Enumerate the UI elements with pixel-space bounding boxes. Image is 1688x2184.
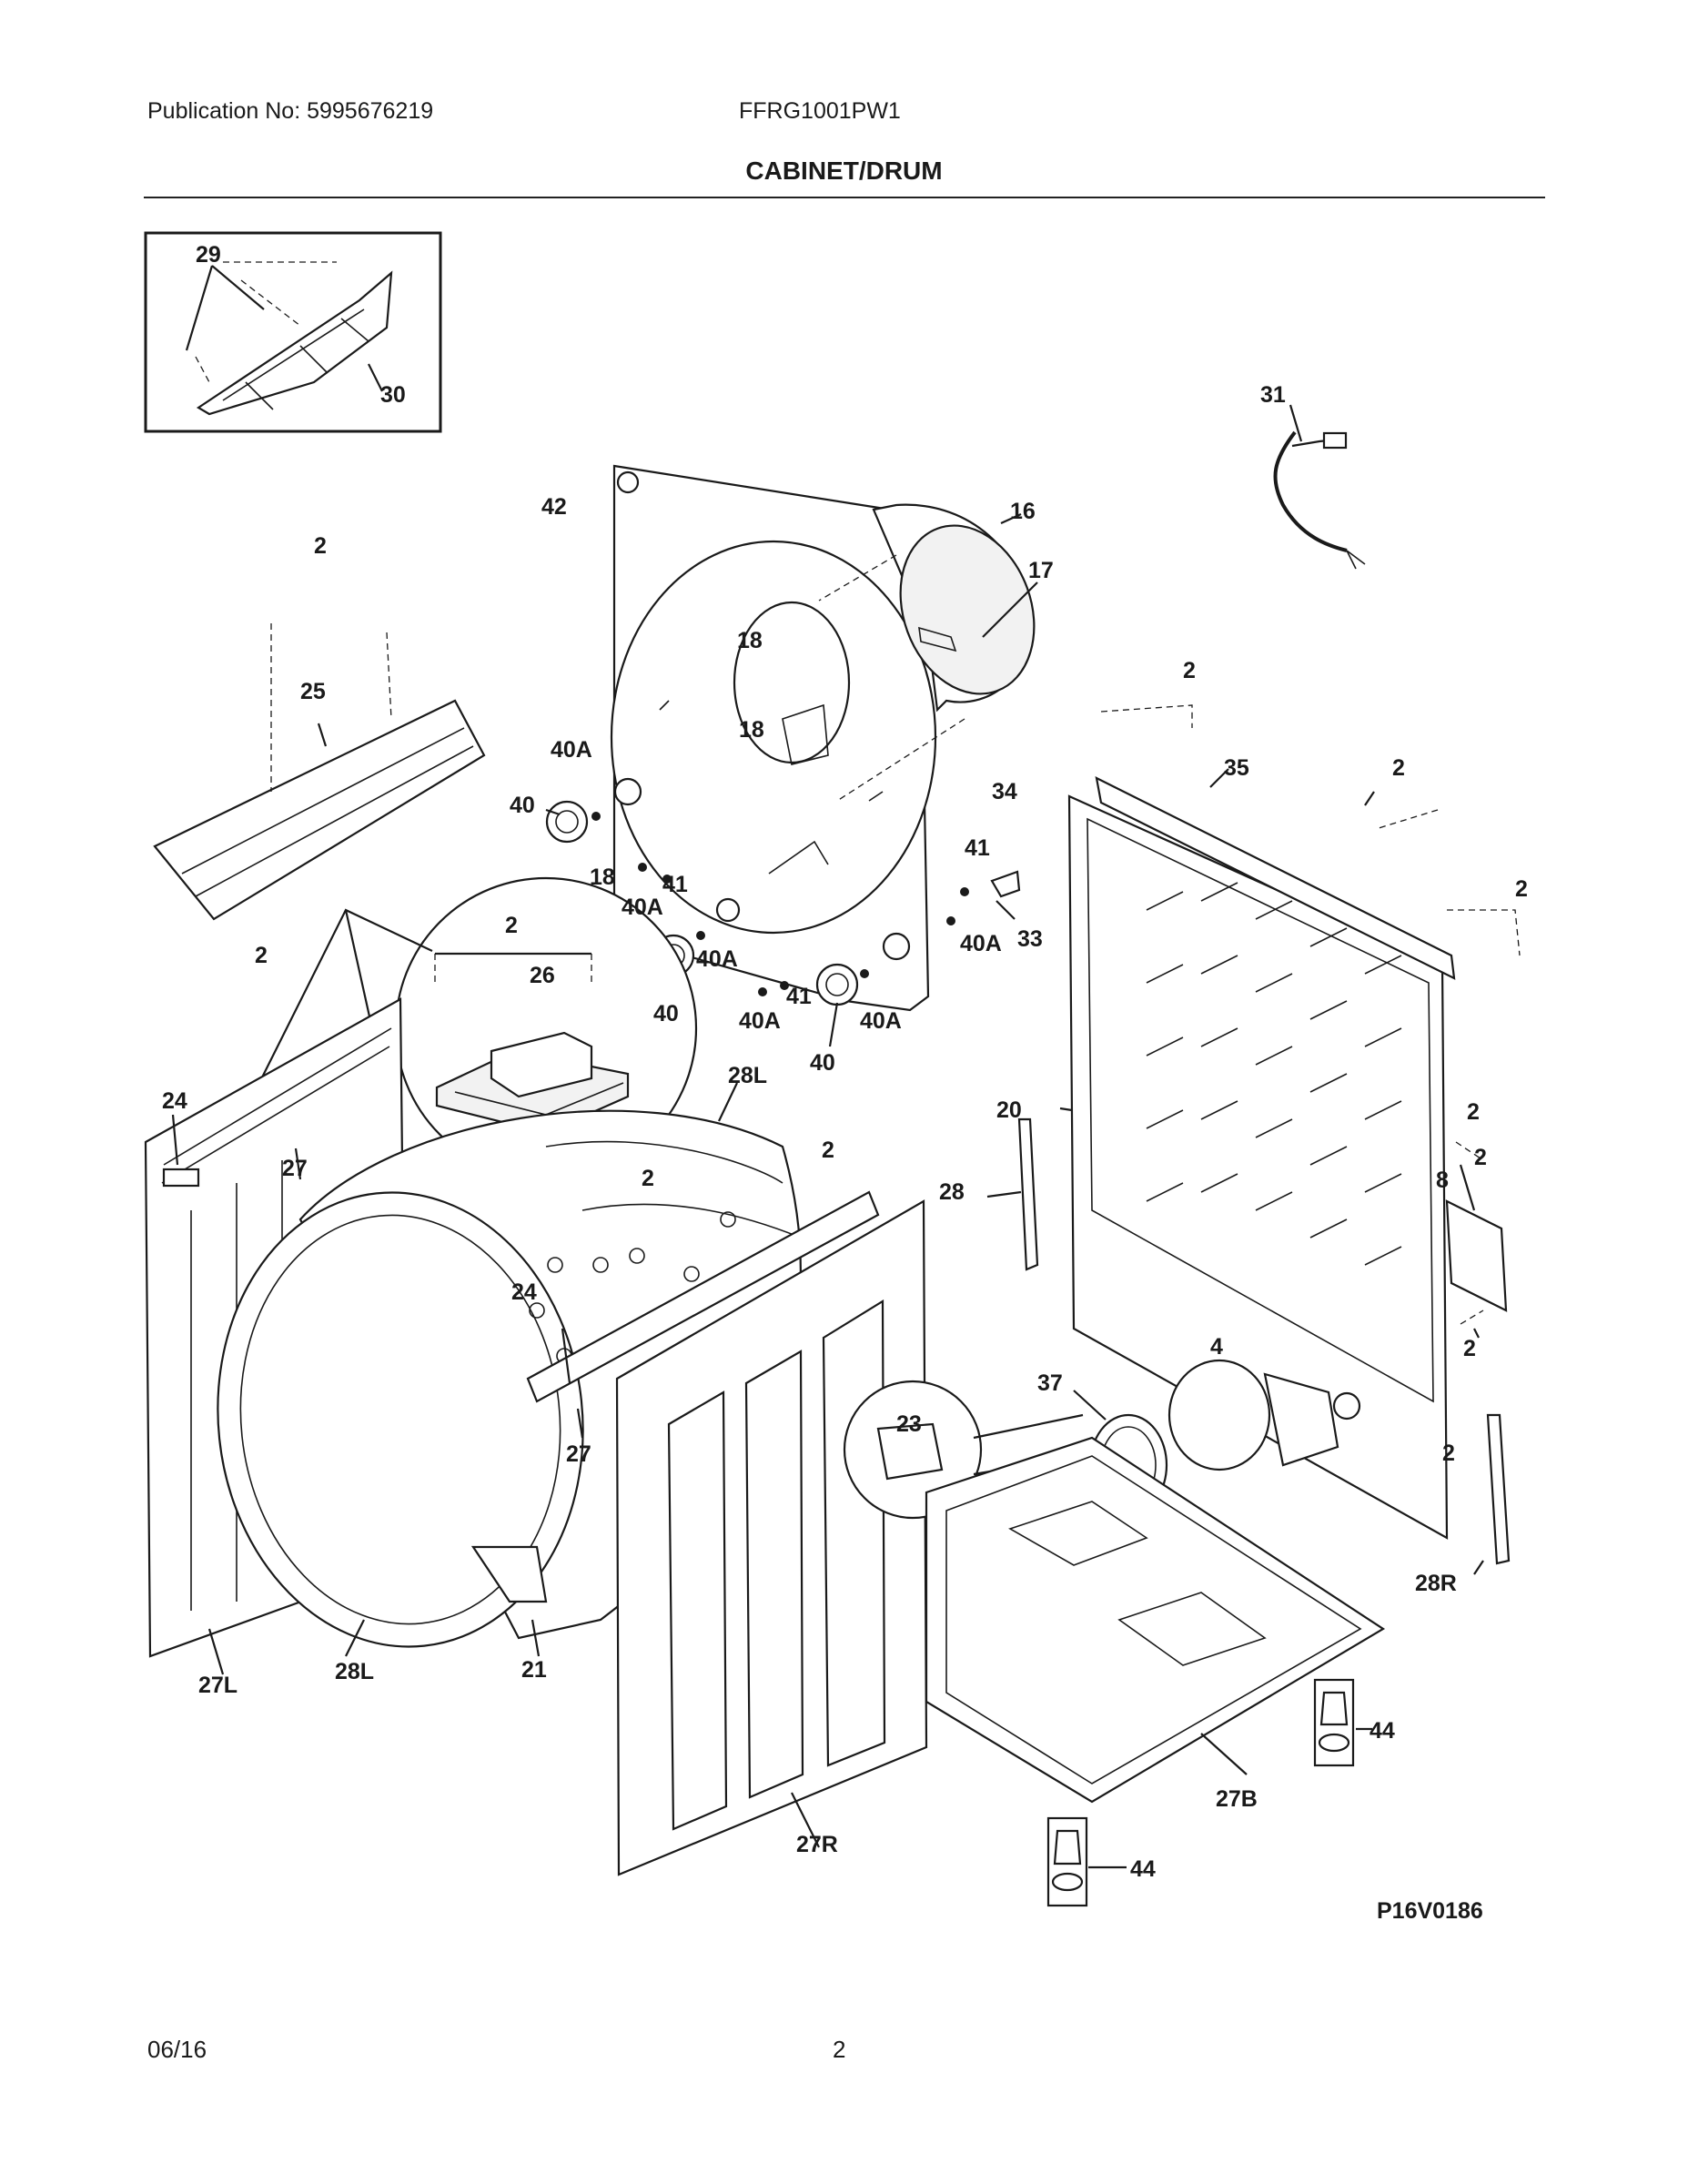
callout-2: 2 [822,1138,834,1163]
footer-date: 06/16 [147,2036,207,2063]
callout-18: 18 [739,717,764,743]
callout-24: 24 [511,1279,537,1305]
callout-17: 17 [1028,558,1054,583]
callout-41: 41 [965,835,990,861]
callout-28: 20 [996,1097,1022,1123]
footer-page-number: 2 [833,2036,846,2063]
callout-33: 33 [1017,926,1043,952]
callout-40A: 40A [739,1008,781,1034]
back-panel [1059,704,1521,1540]
callout-27: 27 [282,1156,308,1181]
leveling-legs [1046,1678,1372,1907]
callout-29: 29 [196,242,221,268]
diagram-code: P16V0186 [1377,1898,1483,1924]
callout-20: 28L [335,1659,374,1684]
callout-27B: 27B [1216,1786,1258,1812]
callout-20: 28L [728,1063,767,1088]
callout-30: 30 [380,382,406,408]
callout-26: 26 [530,963,555,988]
base-part [925,1436,1386,1804]
side-rails-and-cover [986,1117,1511,1575]
callout-labels: 29 30 31 42 16 17 2 18 18 2 25 40A 35 2 … [162,242,1528,1924]
callout-2: 2 [1467,1099,1480,1125]
callout-8: 8 [1436,1168,1449,1193]
vent-slots [1146,882,1402,1266]
callout-16: 16 [1010,499,1036,524]
callout-34: 34 [992,779,1017,804]
callout-40A: 40A [696,946,738,972]
callout-37: 37 [1037,1370,1063,1396]
callout-44: 44 [1370,1718,1395,1744]
callout-40A: 40A [622,895,663,920]
page-title: CABINET/DRUM [745,157,943,185]
lint-filter-part [818,503,1038,802]
callout-28L: 28 [939,1179,965,1205]
callout-40: 40 [510,793,535,818]
right-side-panel [526,1190,928,1876]
callout-21: 21 [521,1657,547,1683]
callout-40A: 40A [551,737,592,763]
callout-28R: 28R [1415,1571,1457,1596]
callout-18: 18 [590,864,615,890]
inset-box [144,231,442,433]
callout-2: 2 [1474,1145,1487,1170]
callout-42: 42 [541,494,567,520]
bulkhead-part [610,464,937,1012]
callout-40A: 40A [960,931,1002,956]
callout-18: 18 [737,628,763,653]
callout-2: 2 [255,943,268,968]
callout-2: 2 [1515,876,1528,902]
callout-41: 41 [662,872,688,897]
callout-2: 2 [1442,1441,1455,1466]
callout-27L: 27L [198,1673,238,1698]
callout-27R: 27R [796,1832,838,1857]
callout-2: 2 [505,913,518,938]
callout-27: 27 [566,1441,591,1467]
top-brace-part [153,623,486,921]
callout-40: 40 [653,1001,679,1026]
callout-2: 2 [314,533,327,559]
callout-24: 24 [162,1088,187,1114]
callout-41: 41 [786,984,812,1009]
callout-2: 2 [642,1166,654,1191]
callout-25: 25 [300,679,326,704]
title-divider [144,197,1545,198]
callout-35: 35 [1224,755,1249,781]
callout-40A: 40A [860,1008,902,1034]
callout-23: 23 [896,1411,922,1437]
callout-4: 4 [1210,1334,1223,1360]
callout-2: 2 [1392,755,1405,781]
callout-2: 2 [1463,1336,1476,1361]
callout-2: 2 [1183,658,1196,683]
callout-40: 40 [810,1050,835,1076]
control-board-detail [217,876,698,1180]
power-cord-part [1273,404,1366,570]
publication-number: Publication No: 5995676219 [147,98,434,124]
model-number: FFRG1001PW1 [739,98,901,124]
callout-31: 31 [1260,382,1286,408]
callout-44: 44 [1130,1856,1156,1882]
